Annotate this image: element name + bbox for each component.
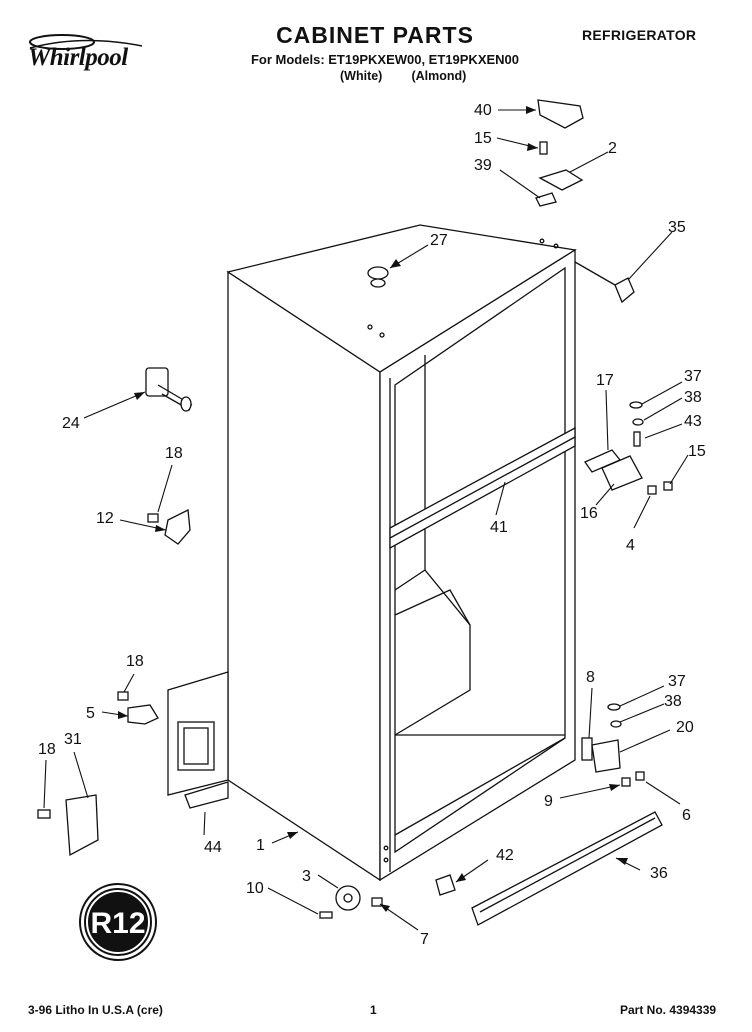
callout-42: 42 [496,847,514,864]
badge-text: R12 [90,907,145,940]
callout-37: 37 [668,673,686,690]
callout-20: 20 [676,719,694,736]
middle-hinge-part [584,401,673,495]
roller-part [319,885,383,919]
whirlpool-logo [22,30,152,80]
wire-bracket-part [117,691,159,725]
models-line: For Models: ET19PKXEW00, ET19PKXEN00 [250,52,520,67]
callout-18: 18 [38,741,56,758]
category-label: REFRIGERATOR [582,27,697,43]
toe-grille-part [471,811,663,926]
callout-44: 44 [204,839,222,856]
callout-37: 37 [684,368,702,385]
top-hinge-part [538,169,584,191]
callout-16: 16 [580,505,598,522]
cover-part [65,794,99,857]
callout-5: 5 [86,705,95,722]
callout-18: 18 [165,445,183,462]
callout-6: 6 [682,807,691,824]
screw-part [539,141,548,155]
callout-10: 10 [246,880,264,897]
variant-labels: (White) (Almond) [340,69,540,83]
callout-17: 17 [596,372,614,389]
callout-8: 8 [586,669,595,686]
callout-15: 15 [474,130,492,147]
callout-40: 40 [474,102,492,119]
callout-27: 27 [430,232,448,249]
callout-31: 31 [64,731,82,748]
callout-18: 18 [126,653,144,670]
callout-43: 43 [684,413,702,430]
callout-41: 41 [490,519,508,536]
side-panel-part [167,671,229,809]
cabinet-body [226,224,577,882]
brand-name: Whirlpool [28,44,128,71]
bracket-part [147,508,191,545]
r12-badge [79,883,157,961]
callout-15: 15 [688,443,706,460]
variant-white: (White) [340,69,383,83]
footer-page-number: 1 [370,1003,377,1017]
bottom-hinge-part [581,703,645,787]
leveling-leg-part [145,367,193,412]
logo-swoosh-icon [29,34,143,50]
hinge-cover-part [537,99,584,129]
footer-litho: 3-96 Litho In U.S.A (cre) [28,1003,163,1017]
callout-38: 38 [664,693,682,710]
callout-9: 9 [544,793,553,810]
page-title: CABINET PARTS [276,22,474,48]
callout-1: 1 [256,837,265,854]
callout-4: 4 [626,537,635,554]
variant-almond: (Almond) [411,69,467,83]
callout-7: 7 [420,931,429,948]
callout-12: 12 [96,510,114,527]
callout-38: 38 [684,389,702,406]
clip-part [435,874,456,896]
plug-part [367,266,389,280]
callout-36: 36 [650,865,668,882]
callout-3: 3 [302,868,311,885]
shim-part [614,277,635,304]
callout-39: 39 [474,157,492,174]
callout-35: 35 [668,219,686,236]
callout-2: 2 [608,140,617,157]
footer-part-number: Part No. 4394339 [620,1003,717,1017]
callout-24: 24 [62,415,80,432]
